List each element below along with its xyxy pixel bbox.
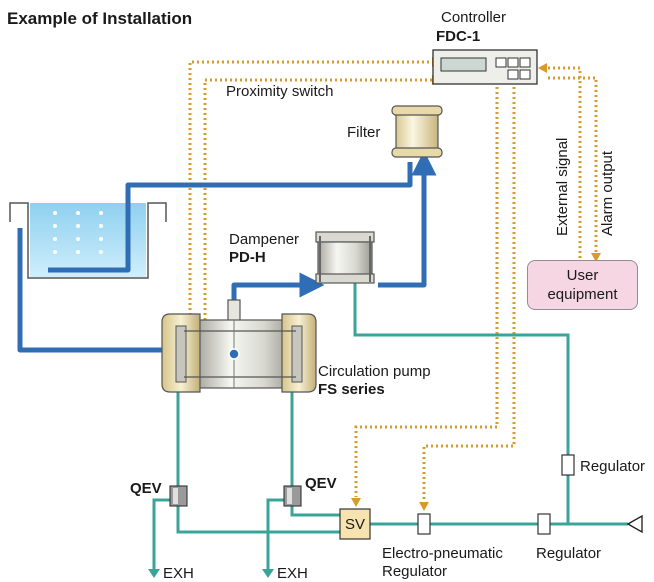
signal-line-proximity-outer	[188, 60, 432, 320]
alarm-output-label: Alarm output	[599, 150, 616, 236]
signal-line-to-ep-regulator	[422, 82, 516, 501]
filter-device	[391, 105, 443, 158]
signal-line-alarm	[548, 76, 598, 252]
tank-walls	[9, 202, 167, 279]
fluid-line-suction	[17, 228, 235, 363]
dampener-model: PD-H	[229, 249, 266, 266]
qev-left-label: QEV	[130, 480, 162, 497]
controller-model: FDC-1	[436, 28, 481, 45]
arrowhead-exh-right	[262, 569, 274, 578]
filter-label: Filter	[347, 124, 381, 141]
exh-arrowheads	[148, 569, 274, 578]
exh-right-label: EXH	[277, 565, 308, 582]
electro-pneumatic-regulator-device	[417, 513, 431, 535]
regulator-bottom-label: Regulator	[536, 545, 602, 562]
dampener-label: Dampener	[229, 231, 300, 248]
qev-left-device	[169, 485, 188, 507]
signal-line-external	[541, 66, 582, 258]
circulation-pump-device	[161, 299, 317, 393]
pump-model: FS series	[318, 381, 385, 398]
sv-label: SV	[345, 516, 366, 533]
signal-lines	[188, 60, 598, 501]
external-signal-label: External signal	[554, 137, 571, 236]
air-line-exh-left	[152, 498, 178, 570]
tank-bubbles	[53, 211, 103, 254]
dampener-device	[315, 231, 375, 284]
controller-device	[432, 49, 538, 85]
electro-pneumatic-label-line1: Electro-pneumatic	[382, 545, 503, 562]
regulator-right-label: Regulator	[580, 458, 646, 475]
qev-right-device	[283, 485, 302, 507]
controller-label: Controller	[441, 9, 507, 26]
air-line-exh-right	[266, 498, 292, 570]
pump-label: Circulation pump	[318, 363, 431, 380]
signal-line-to-sv	[354, 82, 499, 497]
arrowhead-sv	[351, 498, 361, 507]
air-line-right-pump	[290, 390, 340, 517]
user-equipment-box: User equipment	[527, 260, 638, 310]
arrowhead-ep-regulator	[419, 502, 429, 511]
fluid-line-return	[48, 162, 413, 273]
diagram-title: Example of Installation	[7, 9, 193, 28]
regulator-bottom-device	[537, 513, 551, 535]
exh-left-label: EXH	[163, 565, 194, 582]
arrowhead-exh-left	[148, 569, 160, 578]
electro-pneumatic-label-line2: Regulator	[382, 563, 448, 580]
qev-right-label: QEV	[305, 475, 337, 492]
regulator-right-device	[561, 454, 575, 476]
signal-line-proximity-inner	[203, 78, 432, 320]
tank	[9, 202, 167, 279]
sv-box	[339, 508, 371, 540]
user-equipment-line1: User	[566, 267, 599, 284]
fluid-line-dampener-to-filter	[378, 150, 437, 288]
fluid-line-pump-to-dampener	[231, 272, 325, 318]
user-equipment-line2: equipment	[547, 286, 618, 303]
air-line-dampener	[353, 278, 570, 524]
air-line-main	[176, 390, 340, 534]
arrowhead-alarm	[591, 253, 601, 262]
air-supply-port-icon	[626, 514, 643, 534]
arrowhead-external-signal	[538, 63, 547, 73]
proximity-switch-label: Proximity switch	[226, 83, 334, 100]
